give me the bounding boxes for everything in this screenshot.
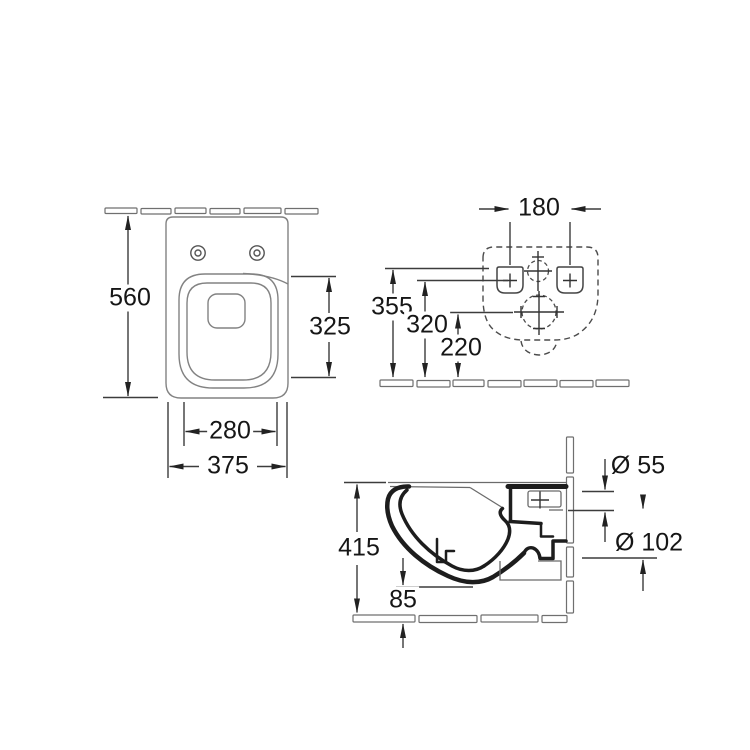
front-body-outline xyxy=(165,216,289,399)
dim-label-outlet-diameter: Ø 102 xyxy=(612,528,686,557)
side-dim-415 xyxy=(344,481,386,614)
dim-label-front-width: 375 xyxy=(205,451,251,480)
front-dim-280 xyxy=(183,402,278,446)
side-outlet-hidden xyxy=(499,560,562,581)
plan-dim-355 xyxy=(385,267,489,378)
dim-label-hole-height: 320 xyxy=(404,310,450,339)
dim-label-hole-spacing: 180 xyxy=(516,193,562,222)
front-dim-375 xyxy=(167,402,288,478)
front-mounting-holes xyxy=(190,245,265,261)
side-floor-tiles xyxy=(352,614,568,624)
plan-inlet xyxy=(524,251,552,291)
side-wall-tiles xyxy=(565,436,575,614)
dim-label-bowl-width: 280 xyxy=(207,416,253,445)
front-view xyxy=(103,207,336,478)
side-bowl-profile xyxy=(384,481,569,585)
front-dim-325 xyxy=(291,275,336,379)
dim-label-front-height: 560 xyxy=(107,283,153,312)
dim-label-floor-clearance: 85 xyxy=(387,585,419,614)
side-dim-outlet-diameter xyxy=(582,494,657,591)
plan-dim-180 xyxy=(479,206,601,265)
plan-wall-tiles xyxy=(379,379,630,388)
plan-outlet xyxy=(514,291,564,335)
dim-label-inlet-diameter: Ø 55 xyxy=(608,451,668,480)
dim-label-depth: 415 xyxy=(336,533,382,562)
side-dim-inlet-diameter xyxy=(568,459,614,542)
plan-outlet-bump xyxy=(520,340,558,356)
plan-dim-320 xyxy=(417,279,508,378)
front-wall-tiles xyxy=(104,207,319,215)
side-view xyxy=(344,436,657,648)
plan-dim-220 xyxy=(450,311,513,378)
front-seat xyxy=(178,272,289,389)
dim-label-outlet-height: 220 xyxy=(438,333,484,362)
side-inlet-cross xyxy=(531,491,549,509)
front-dim-560 xyxy=(103,215,158,399)
dim-label-bowl-height: 325 xyxy=(307,312,353,341)
plan-view xyxy=(379,206,630,388)
